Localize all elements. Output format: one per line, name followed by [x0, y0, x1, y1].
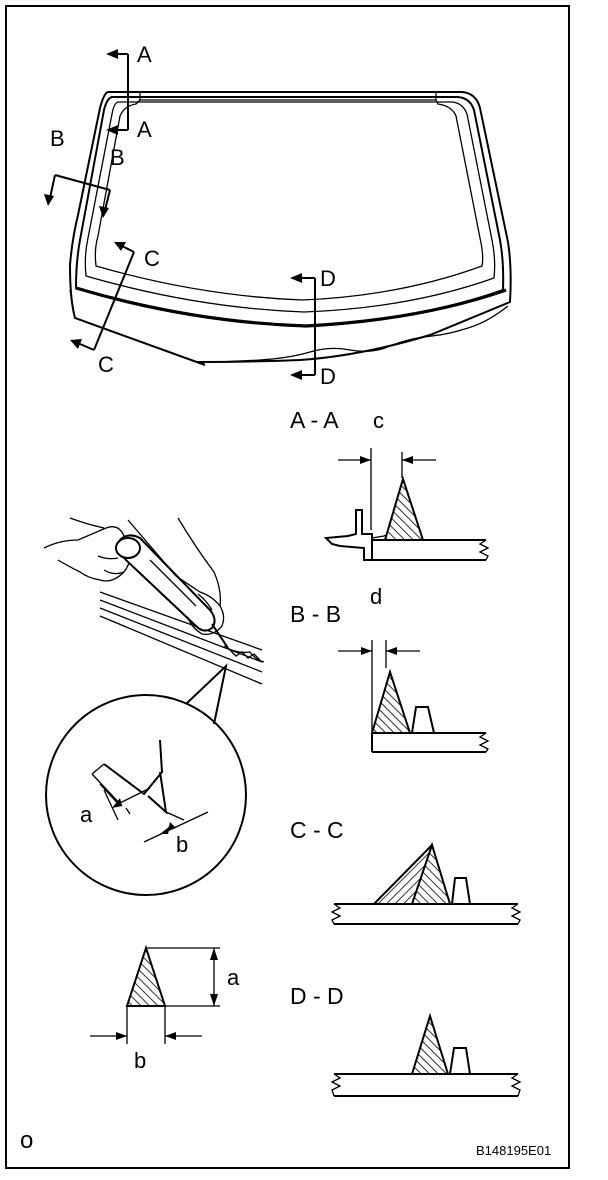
- label-b-top: B: [50, 126, 65, 151]
- cc-glass-plate: [334, 903, 518, 925]
- label-c-top: C: [144, 246, 160, 271]
- bead-size-detail: a b: [90, 944, 240, 1073]
- section-arrow-b-right: [99, 206, 109, 218]
- bb-glass-plate: [371, 732, 486, 753]
- cc-dam: [451, 877, 471, 905]
- label-a-top: A: [137, 42, 152, 67]
- corner-mark: o: [20, 1127, 33, 1154]
- dd-dam: [449, 1047, 471, 1075]
- dimension-c-label: c: [373, 408, 384, 433]
- section-bb: B - B: [290, 601, 490, 753]
- aa-glass-plate: [372, 539, 486, 561]
- section-title-cc: C - C: [290, 817, 344, 843]
- windshield-cowl-line: [75, 286, 507, 328]
- dimension-a-nozzle-label: a: [80, 802, 93, 827]
- section-aa: A - A c d: [290, 407, 490, 609]
- bead-cross-section: [125, 944, 167, 1007]
- magnifier-callout: [185, 663, 228, 725]
- aa-adhesive-bead: [383, 475, 425, 541]
- label-d-bottom: D: [320, 364, 336, 389]
- dimension-d-label: d: [370, 584, 382, 609]
- windshield-inner-area: [94, 99, 484, 301]
- figure-frame: [5, 5, 570, 1169]
- section-cc: C - C: [290, 817, 522, 925]
- windshield-body-lower: [199, 305, 509, 363]
- cc-bead-new: [410, 841, 452, 905]
- label-a-bottom: A: [137, 117, 152, 142]
- figure-code: B148195E01: [476, 1143, 551, 1158]
- dimension-b-nozzle-label: b: [176, 832, 188, 857]
- section-arrow-c-top: [114, 242, 126, 251]
- right-hand-icon: [127, 517, 225, 635]
- bb-adhesive-bead: [370, 668, 412, 734]
- label-d-top: D: [320, 266, 336, 291]
- section-line-c: [93, 251, 135, 351]
- section-title-aa: A - A: [290, 407, 339, 433]
- section-line-b: [54, 174, 111, 191]
- dimension-b-bead-label: b: [134, 1048, 146, 1073]
- section-title-dd: D - D: [290, 983, 344, 1009]
- label-b-bottom: B: [110, 145, 125, 170]
- nozzle-cut-magnifier: a b: [45, 663, 247, 896]
- dimension-a-bead-label: a: [227, 965, 240, 990]
- section-title-bb: B - B: [290, 601, 341, 627]
- nozzle-tip-cut: [103, 739, 168, 815]
- windshield-view: A A B B C C D D: [44, 42, 512, 389]
- windshield-top-moulding: [139, 93, 437, 100]
- windshield-moulding-outer: [84, 101, 496, 313]
- label-c-bottom: C: [98, 352, 114, 377]
- dd-glass-plate: [334, 1073, 518, 1097]
- section-dd: D - D: [290, 983, 522, 1097]
- dd-adhesive-bead: [410, 1012, 450, 1075]
- adhesive-applicator-illustration: [43, 517, 265, 685]
- windshield-outer-edge: [68, 91, 512, 366]
- aa-body-flange: [323, 509, 373, 561]
- section-arrow-a-top: [106, 49, 118, 59]
- section-arrow-b-left: [44, 194, 54, 206]
- section-arrow-d-bottom: [290, 370, 302, 380]
- magnifier-circle: [45, 694, 247, 896]
- bb-dam: [411, 706, 435, 734]
- windshield-left-lower: [69, 289, 76, 319]
- section-arrow-c-bottom: [70, 339, 82, 349]
- section-arrow-a-bottom: [106, 125, 118, 135]
- section-arrow-d-top: [290, 273, 302, 283]
